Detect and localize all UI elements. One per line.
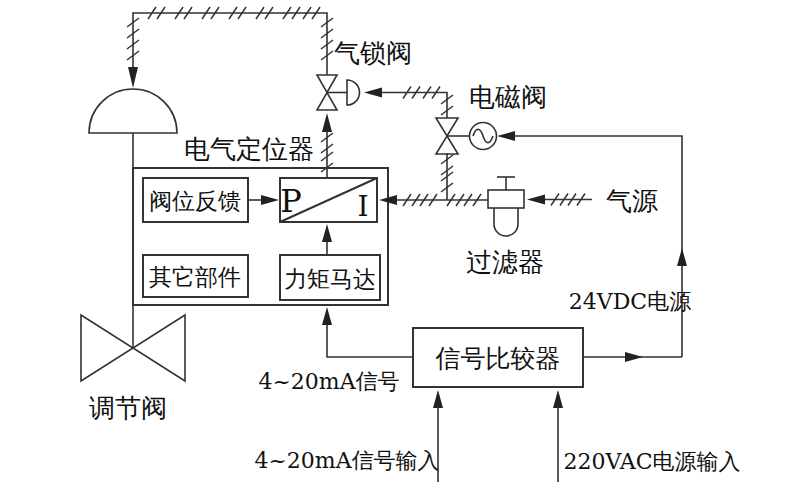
airlock-actuator-semicircle [347,80,360,105]
sine-wave-icon [473,129,493,143]
arrow-comparator-out [625,352,643,362]
arrow-into-airlock [322,113,332,132]
actuator-dome [89,89,177,133]
arrow-signal-input [433,390,443,408]
label-air-lock-valve: 气锁阀 [334,38,412,68]
label-air-source: 气源 [606,186,658,216]
label-ac-power-input: 220VAC电源输入 [563,449,740,474]
label-pi-p: P [280,182,302,220]
air-lock-valve-symbol [317,75,360,110]
arrow-feedback-to-pi [261,195,279,205]
solenoid-valve-symbol [436,118,497,154]
label-positioner: 电气定位器 [184,134,314,164]
label-other-parts: 其它部件 [149,264,241,290]
arrow-24vdc-up [677,248,687,266]
label-signal-4-20ma: 4~20mA信号 [258,369,399,394]
arrow-comparator-to-motor [322,307,332,325]
filter-bowl [494,208,518,236]
arrow-power-input [553,390,563,408]
label-control-valve: 调节阀 [89,393,167,423]
arrow-into-solenoid [497,131,515,141]
arrow-into-airlock-actuator [364,88,382,98]
arrow-into-dome [128,67,138,88]
label-torque-motor: 力矩马达 [284,266,376,292]
filter-symbol [488,177,524,236]
arrow-into-filter [527,195,545,205]
label-solenoid-valve: 电磁阀 [469,82,547,112]
line-comparator-to-motor [327,325,413,357]
arrow-motor-to-pi [322,224,332,242]
label-signal-input: 4~20mA信号输入 [254,448,439,473]
line-airlock-to-solenoid [382,93,447,119]
line-top-loop [133,13,327,75]
label-pi-i: I [357,190,368,223]
label-valve-feedback: 阀位反馈 [149,188,241,214]
label-filter: 过滤器 [466,247,544,277]
label-dc-power: 24VDC电源 [569,289,691,314]
label-signal-comparator: 信号比较器 [436,344,561,373]
